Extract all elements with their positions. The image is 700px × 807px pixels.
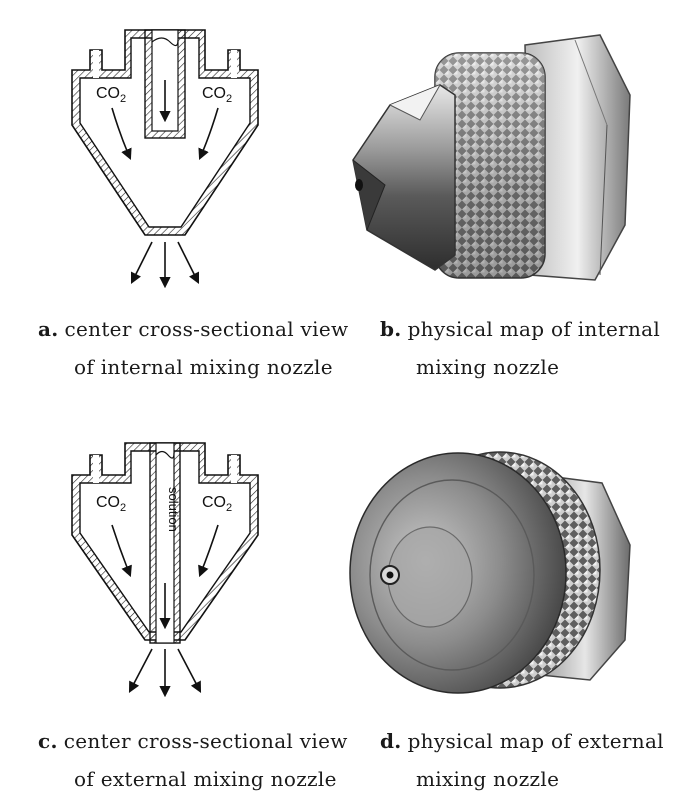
caption-line1: center cross-sectional view (63, 729, 348, 753)
gas-label-right: CO2 (202, 494, 232, 514)
caption-a: a.center cross-sectional view of interna… (38, 310, 348, 386)
caption-letter: d. (380, 729, 402, 753)
caption-line1: center cross-sectional view (64, 317, 349, 341)
caption-line2: mixing nozzle (416, 355, 560, 379)
photo-external-nozzle (340, 435, 635, 700)
gas-label-left: CO2 (96, 494, 126, 514)
diagram-external-nozzle: solution CO2 CO2 (50, 435, 280, 715)
caption-letter: b. (380, 317, 402, 341)
caption-letter: a. (38, 317, 59, 341)
gas-label-left: CO2 (96, 85, 126, 105)
photo-internal-nozzle (345, 25, 635, 290)
caption-c: c.center cross-sectional view of externa… (38, 722, 348, 798)
caption-line2: of external mixing nozzle (74, 767, 337, 791)
diagram-internal-nozzle: CO2 CO2 (50, 20, 280, 300)
caption-line1: physical map of external (407, 729, 664, 753)
caption-line2: mixing nozzle (416, 767, 560, 791)
caption-letter: c. (38, 729, 58, 753)
caption-d: d.physical map of external mixing nozzle (380, 722, 664, 798)
caption-line2: of internal mixing nozzle (74, 355, 333, 379)
caption-b: b.physical map of internal mixing nozzle (380, 310, 660, 386)
tube-label: solution (166, 487, 181, 532)
gas-label-right: CO2 (202, 85, 232, 105)
caption-line1: physical map of internal (407, 317, 661, 341)
